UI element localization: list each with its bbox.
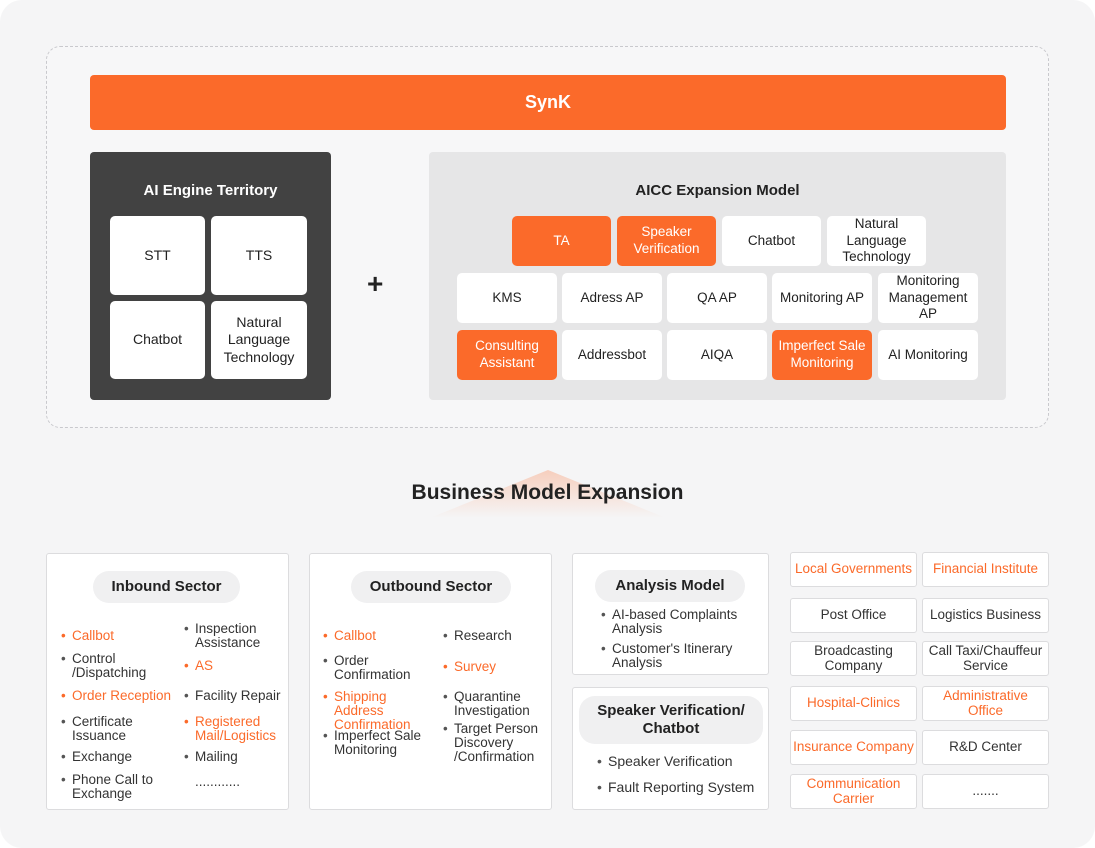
speaker-item: Fault Reporting System [597, 780, 767, 795]
outbound-title: Outbound Sector [351, 571, 511, 603]
list-item: Control /Dispatching [61, 651, 173, 680]
sector-box: Communication Carrier [790, 774, 917, 809]
aicc-cell: AIQA [667, 330, 767, 380]
list-item: Facility Repair [184, 688, 284, 703]
aicc-cell: AI Monitoring [878, 330, 978, 380]
list-item: Quarantine Investigation [443, 689, 547, 718]
inbound-card: Inbound Sector [46, 553, 289, 810]
list-item: Research [443, 628, 547, 643]
ai-engine-panel: AI Engine Territory STT TTS Chatbot Natu… [90, 152, 331, 400]
speaker-item: Speaker Verification [597, 754, 767, 769]
list-item: AS [184, 658, 284, 673]
sector-box: Local Governments [790, 552, 917, 587]
analysis-item: Customer's Itinerary Analysis [601, 641, 766, 670]
list-item: Phone Call to Exchange [61, 772, 173, 801]
speaker-title: Speaker Verification/ Chatbot [579, 696, 763, 744]
aicc-cell: Monitoring Management AP [878, 273, 978, 323]
engine-cell: TTS [211, 216, 307, 295]
list-item: Callbot [61, 628, 173, 643]
list-item: Inspection Assistance [184, 621, 284, 650]
plus-sign: + [367, 268, 384, 299]
list-item: Exchange [61, 749, 173, 764]
sector-box: Financial Institute [922, 552, 1049, 587]
sector-box: Post Office [790, 598, 917, 633]
aicc-cell: Monitoring AP [772, 273, 872, 323]
list-item: Mailing [184, 749, 284, 764]
list-item: Target Person Discovery /Confirmation [443, 721, 547, 765]
aicc-cell: Chatbot [722, 216, 821, 266]
aicc-cell: Natural Language Technology [827, 216, 926, 266]
aicc-cell: Addressbot [562, 330, 662, 380]
expansion-arrow [430, 470, 666, 518]
list-item: Certificate Issuance [61, 714, 173, 743]
engine-cell: STT [110, 216, 205, 295]
sector-box: Hospital-Clinics [790, 686, 917, 721]
list-item: Registered Mail/Logistics [184, 714, 284, 743]
list-item: Callbot [323, 628, 435, 643]
sector-box: Insurance Company [790, 730, 917, 765]
sector-box: Broadcasting Company [790, 641, 917, 676]
list-item: Order Confirmation [323, 653, 435, 682]
list-item: Order Reception [61, 688, 173, 703]
aicc-cell: Imperfect Sale Monitoring [772, 330, 872, 380]
engine-cell: Natural Language Technology [211, 301, 307, 379]
list-item: Imperfect Sale Monitoring [323, 728, 435, 757]
analysis-item: AI-based Complaints Analysis [601, 607, 766, 636]
business-model-title: Business Model Expansion [411, 481, 684, 504]
aicc-cell: KMS [457, 273, 557, 323]
sector-box: ....... [922, 774, 1049, 809]
analysis-title: Analysis Model [595, 570, 745, 602]
inbound-title: Inbound Sector [93, 571, 240, 603]
sector-box: Administrative Office [922, 686, 1049, 721]
aicc-cell: TA [512, 216, 611, 266]
engine-cell: Chatbot [110, 301, 205, 379]
sector-box: Call Taxi/Chauffeur Service [922, 641, 1049, 676]
aicc-title: AICC Expansion Model [635, 182, 800, 199]
sector-box: R&D Center [922, 730, 1049, 765]
aicc-cell: Consulting Assistant [457, 330, 557, 380]
list-item: Shipping Address Confirmation [323, 689, 435, 733]
sector-box: Logistics Business [922, 598, 1049, 633]
list-item: Survey [443, 659, 547, 674]
aicc-cell: Adress AP [562, 273, 662, 323]
ai-engine-title: AI Engine Territory [143, 182, 278, 199]
aicc-cell: QA AP [667, 273, 767, 323]
synk-banner: SynK [90, 75, 1006, 130]
list-item: ............ [195, 774, 241, 789]
aicc-cell: Speaker Verification [617, 216, 716, 266]
